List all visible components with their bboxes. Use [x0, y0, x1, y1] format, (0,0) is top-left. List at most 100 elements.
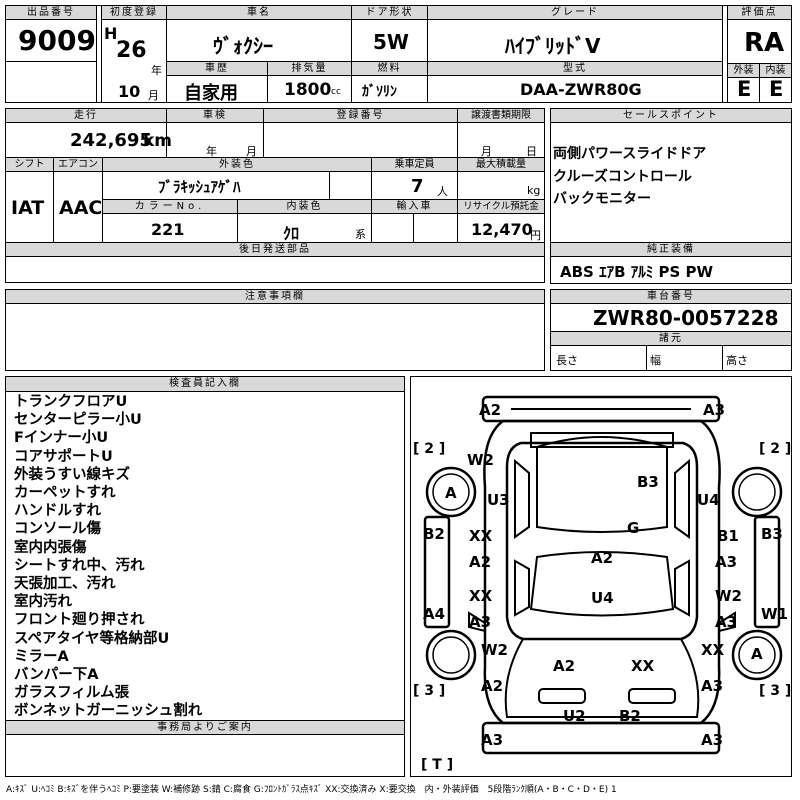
inspector-item: コアサポートU	[14, 448, 113, 465]
windshield-shape	[529, 551, 675, 617]
mark-a2-center: A2	[591, 549, 614, 567]
mark-w2-right: W2	[715, 587, 742, 605]
shift: IAT	[11, 197, 45, 219]
left-window-front	[514, 559, 530, 617]
door-type: 5W	[373, 30, 409, 54]
score-label: 評価点	[727, 5, 792, 20]
grade-label: グレード	[427, 5, 723, 20]
mark-u3-left: U3	[487, 491, 510, 509]
capacity: 7	[411, 176, 424, 197]
displacement: 1800	[284, 80, 332, 100]
notes-label: 注意事項欄	[5, 289, 545, 304]
inspector-item: 室内内張傷	[14, 539, 87, 556]
capacity-unit: 人	[437, 185, 448, 198]
mark-xx-left-2: XX	[469, 587, 493, 605]
inspector-item: コンソール傷	[14, 521, 101, 538]
interior-label: 内装	[759, 63, 792, 78]
chassis-label: 車台番号	[550, 289, 792, 304]
shift-label: シフト	[5, 157, 54, 172]
mark-b3-roof-rear: B3	[637, 473, 659, 491]
car-name-label: 車名	[166, 5, 352, 20]
recycle-unit: 円	[530, 229, 541, 242]
roof-panel	[536, 436, 668, 533]
sales-point-item: バックモニター	[553, 191, 651, 207]
year: 26	[116, 38, 147, 63]
mark-bracket-left-bottom: [ 3 ]	[413, 683, 446, 699]
mark-u4-center: U4	[591, 589, 614, 607]
transfer-label: 譲渡書類期限	[457, 108, 545, 123]
grille-left	[538, 688, 586, 704]
int-color: ｸﾛ	[283, 224, 300, 243]
mark-a3-bumper-right: A3	[701, 731, 724, 749]
inspector-label: 検査員記入欄	[5, 376, 405, 392]
mark-bracket-left-top: [ 2 ]	[413, 441, 446, 457]
mark-w1-right: W1	[761, 605, 788, 623]
load-label: 最大積載量	[457, 157, 545, 172]
sales-points-label: セールスポイント	[550, 108, 792, 123]
height-label: 高さ	[726, 354, 748, 367]
insp-year-unit: 年	[206, 145, 217, 158]
inspector-item: ミラーA	[14, 648, 69, 665]
ac: AAC	[59, 197, 103, 219]
history: 自家用	[184, 83, 238, 104]
mark-b1-right: B1	[717, 527, 739, 545]
inspector-item: 室内汚れ	[14, 594, 72, 611]
mark-bracket-right-bottom: [ 3 ]	[759, 683, 792, 699]
era: H	[104, 24, 118, 43]
car-diagram-svg	[423, 395, 783, 755]
month-unit: 月	[148, 89, 159, 102]
tire-front-left	[425, 629, 477, 681]
history-label: 車歴	[166, 61, 268, 76]
load-unit: kg	[527, 184, 541, 197]
left-side-panel	[423, 515, 451, 629]
sales-point-item: クルーズコントロール	[553, 168, 692, 185]
displacement-label: 排気量	[267, 61, 352, 76]
tire-front-left-inner	[432, 636, 470, 674]
grille-right	[628, 688, 676, 704]
color-no-label: カラーNo.	[102, 199, 238, 214]
mark-bracket-right-top: [ 2 ]	[759, 441, 792, 457]
insp-month-unit: 月	[246, 145, 257, 158]
color-label: 外装色	[102, 157, 372, 172]
ac-label: エアコン	[53, 157, 103, 172]
sales-point-item: 両側パワースライドドア	[553, 146, 707, 162]
int-color-unit: 系	[355, 228, 366, 241]
grade: ﾊｲﾌﾞﾘｯﾄﾞV	[505, 34, 601, 58]
capacity-label: 乗車定員	[371, 157, 458, 172]
genuine-equipment: ABS ｴｱB ｱﾙﾐ PS PW	[560, 263, 714, 281]
interior-cell	[759, 77, 792, 103]
mark-rear-left: A2	[479, 401, 502, 419]
tire-front-right	[731, 629, 783, 681]
inspector-box: トランクフロアU センターピラー小U Fインナー小U コアサポートU 外装うすい…	[5, 376, 405, 721]
right-window-front	[674, 559, 690, 617]
tire-rear-left-inner	[432, 473, 470, 511]
color-no: 221	[151, 220, 185, 239]
right-mirror	[718, 611, 736, 633]
transfer-month-unit: 月	[481, 145, 492, 158]
int-color-cell	[237, 213, 372, 243]
car-name: ｳﾞｫｸｼｰ	[213, 34, 273, 58]
exterior-color: ﾌﾞﾗｷｯｼｭｱｹﾞﾊ	[158, 178, 241, 196]
inspector-item: バンパー下A	[14, 667, 99, 684]
mark-a3-right-1: A3	[715, 553, 738, 571]
mark-g-center: G	[627, 519, 640, 537]
tire-rear-right-inner	[738, 473, 776, 511]
mark-a3-left-2: A3	[469, 613, 492, 631]
mark-xx-right-front: XX	[701, 641, 725, 659]
inspector-item: 外装うすい線キズ	[14, 466, 130, 483]
score: RA	[744, 28, 785, 58]
inspector-item: ボンネットガーニッシュ割れ	[14, 703, 203, 720]
tire-rear-right	[731, 466, 783, 518]
mark-xx-left-1: XX	[469, 527, 493, 545]
left-window-rear	[514, 458, 530, 539]
left-mirror	[468, 611, 486, 633]
tire-rear-left	[425, 466, 477, 518]
mark-a3-right-2: A3	[715, 613, 738, 631]
interior-grade: E	[769, 77, 784, 101]
office-label: 事務局よりご案内	[5, 720, 405, 735]
right-side-panel	[753, 515, 781, 629]
inspection-label: 車検	[166, 108, 264, 123]
inspector-item: トランクフロアU	[14, 394, 128, 410]
recycle: 12,470	[471, 220, 533, 239]
height-cell	[722, 345, 792, 371]
